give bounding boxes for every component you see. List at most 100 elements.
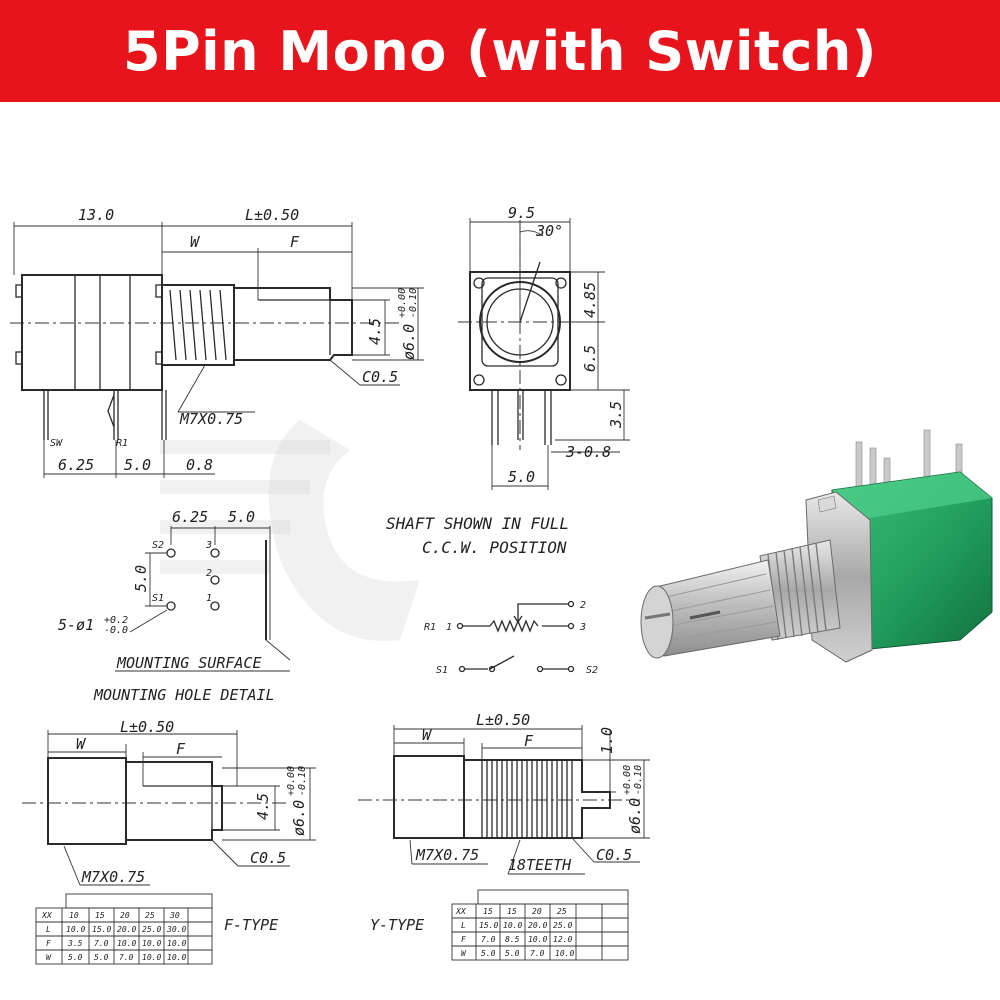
- side-dim-width: 9.5: [508, 204, 535, 222]
- y-dim-10: 1.0: [598, 727, 616, 754]
- table-cell: 10.0: [66, 925, 85, 934]
- mounting-surface-label: MOUNTING SURFACE: [116, 654, 262, 672]
- potentiometer-photo: [640, 429, 993, 663]
- table-cell: 10.0: [142, 939, 161, 948]
- y-dim-length: L±0.50: [476, 711, 530, 729]
- watermark: [160, 420, 420, 641]
- table-cell: 10.0: [167, 953, 186, 962]
- side-dim-50: 5.0: [508, 468, 535, 486]
- table-cell: 10: [69, 911, 79, 920]
- side-dim-35: 3.5: [607, 401, 625, 429]
- dim-w: W: [190, 233, 201, 251]
- hole-p1: 1: [206, 593, 212, 604]
- shaft-note-line1: SHAFT SHOWN IN FULL: [386, 514, 569, 533]
- table-cell: XX: [41, 911, 53, 920]
- f-dim-length: L±0.50: [120, 718, 174, 736]
- table-cell: 10.0: [167, 939, 186, 948]
- schem-n1: 1: [446, 622, 452, 633]
- table-cell: F: [46, 939, 51, 948]
- pin-sw-label: SW: [50, 438, 63, 449]
- hole-tol-minus: -0.0: [104, 625, 128, 636]
- side-dim-308: 3-0.8: [565, 443, 611, 461]
- y-type-table-cells: XX 15 15 20 25 L 15.0 10.0 20.0 25.0 F 7…: [455, 907, 574, 958]
- mounting-hole-title: MOUNTING HOLE DETAIL: [93, 686, 275, 704]
- f-dim-w: W: [76, 735, 87, 753]
- schem-r1: R1: [424, 622, 436, 633]
- table-cell: L: [461, 921, 466, 930]
- y-teeth: 18TEETH: [508, 856, 572, 874]
- schem-s1: S1: [436, 665, 448, 676]
- thread-label: M7X0.75: [179, 410, 243, 428]
- title-banner: 5Pin Mono (with Switch): [0, 0, 1000, 102]
- hole-dim-50v: 5.0: [132, 565, 150, 592]
- table-cell: 25: [557, 907, 567, 916]
- table-cell: 7.0: [94, 939, 109, 948]
- table-cell: 15.0: [92, 925, 111, 934]
- y-type-label: Y-TYPE: [370, 916, 424, 934]
- f-chamfer: C0.5: [250, 849, 286, 867]
- table-cell: 10.0: [555, 949, 574, 958]
- hole-dim-50: 5.0: [228, 508, 255, 526]
- table-cell: XX: [455, 907, 467, 916]
- pin-r1-label: R1: [116, 438, 128, 449]
- hole-p3: 3: [205, 540, 212, 551]
- f-tol-minus: -0.10: [297, 766, 308, 796]
- hole-p2: 2: [206, 568, 212, 579]
- schem-n3: 3: [579, 622, 586, 633]
- table-cell: 25: [145, 911, 155, 920]
- table-cell: L: [46, 925, 51, 934]
- top-view-drawing: [10, 222, 424, 478]
- f-type-table-grid: [35, 893, 213, 965]
- y-chamfer: C0.5: [596, 846, 632, 864]
- table-cell: 10.0: [142, 953, 161, 962]
- dim-f: F: [290, 233, 300, 251]
- table-cell: 10.0: [117, 939, 136, 948]
- y-dim-f: F: [524, 732, 534, 750]
- dia-tol-plus: +0.00: [397, 288, 408, 318]
- table-cell: 7.0: [530, 949, 545, 958]
- hole-s2: S2: [152, 540, 164, 551]
- table-cell: 10.0: [528, 935, 547, 944]
- table-cell: 15: [483, 907, 493, 916]
- table-cell: 15: [95, 911, 105, 920]
- table-cell: 5.0: [505, 949, 520, 958]
- table-cell: 20: [532, 907, 542, 916]
- shaft-note-line2: C.C.W. POSITION: [422, 538, 567, 557]
- table-cell: 7.0: [119, 953, 134, 962]
- hole-spec: 5-ø1: [58, 616, 94, 634]
- schem-n2: 2: [580, 600, 586, 611]
- table-cell: 12.0: [553, 935, 572, 944]
- table-cell: 3.5: [67, 939, 83, 948]
- hole-tol-plus: +0.2: [104, 615, 128, 626]
- y-tol-plus: +0.00: [622, 765, 633, 795]
- y-thread: M7X0.75: [415, 846, 479, 864]
- f-type-drawing: [22, 730, 316, 886]
- dim-flat: 4.5: [366, 318, 384, 345]
- table-cell: 25.0: [142, 925, 161, 934]
- y-type-table-grid: [451, 889, 629, 961]
- table-cell: 5.0: [94, 953, 109, 962]
- table-cell: 15: [507, 907, 517, 916]
- f-dim-f: F: [176, 740, 186, 758]
- hole-dim-625: 6.25: [172, 508, 208, 526]
- dim-total-length: L±0.50: [245, 206, 299, 224]
- mounting-hole-drawing: [115, 526, 291, 672]
- side-dim-485: 4.85: [581, 282, 599, 318]
- dim-08: 0.8: [186, 456, 213, 474]
- y-dim-diameter: ø6.0: [626, 798, 644, 834]
- table-cell: 10.0: [503, 921, 522, 930]
- dim-50: 5.0: [124, 456, 151, 474]
- schem-s2: S2: [586, 665, 598, 676]
- side-view-drawing: [458, 218, 630, 490]
- hole-s1: S1: [152, 593, 164, 604]
- dim-body-length: 13.0: [78, 206, 114, 224]
- f-dim-flat: 4.5: [254, 793, 272, 820]
- side-dim-65: 6.5: [581, 345, 599, 372]
- chamfer-label: C0.5: [362, 368, 398, 386]
- page-title: 5Pin Mono (with Switch): [123, 19, 877, 83]
- f-dim-diameter: ø6.0: [290, 800, 308, 836]
- table-cell: 30: [169, 911, 180, 920]
- f-tol-plus: +0.00: [286, 766, 297, 796]
- dim-diameter: ø6.0: [400, 324, 418, 360]
- table-cell: 25.0: [553, 921, 572, 930]
